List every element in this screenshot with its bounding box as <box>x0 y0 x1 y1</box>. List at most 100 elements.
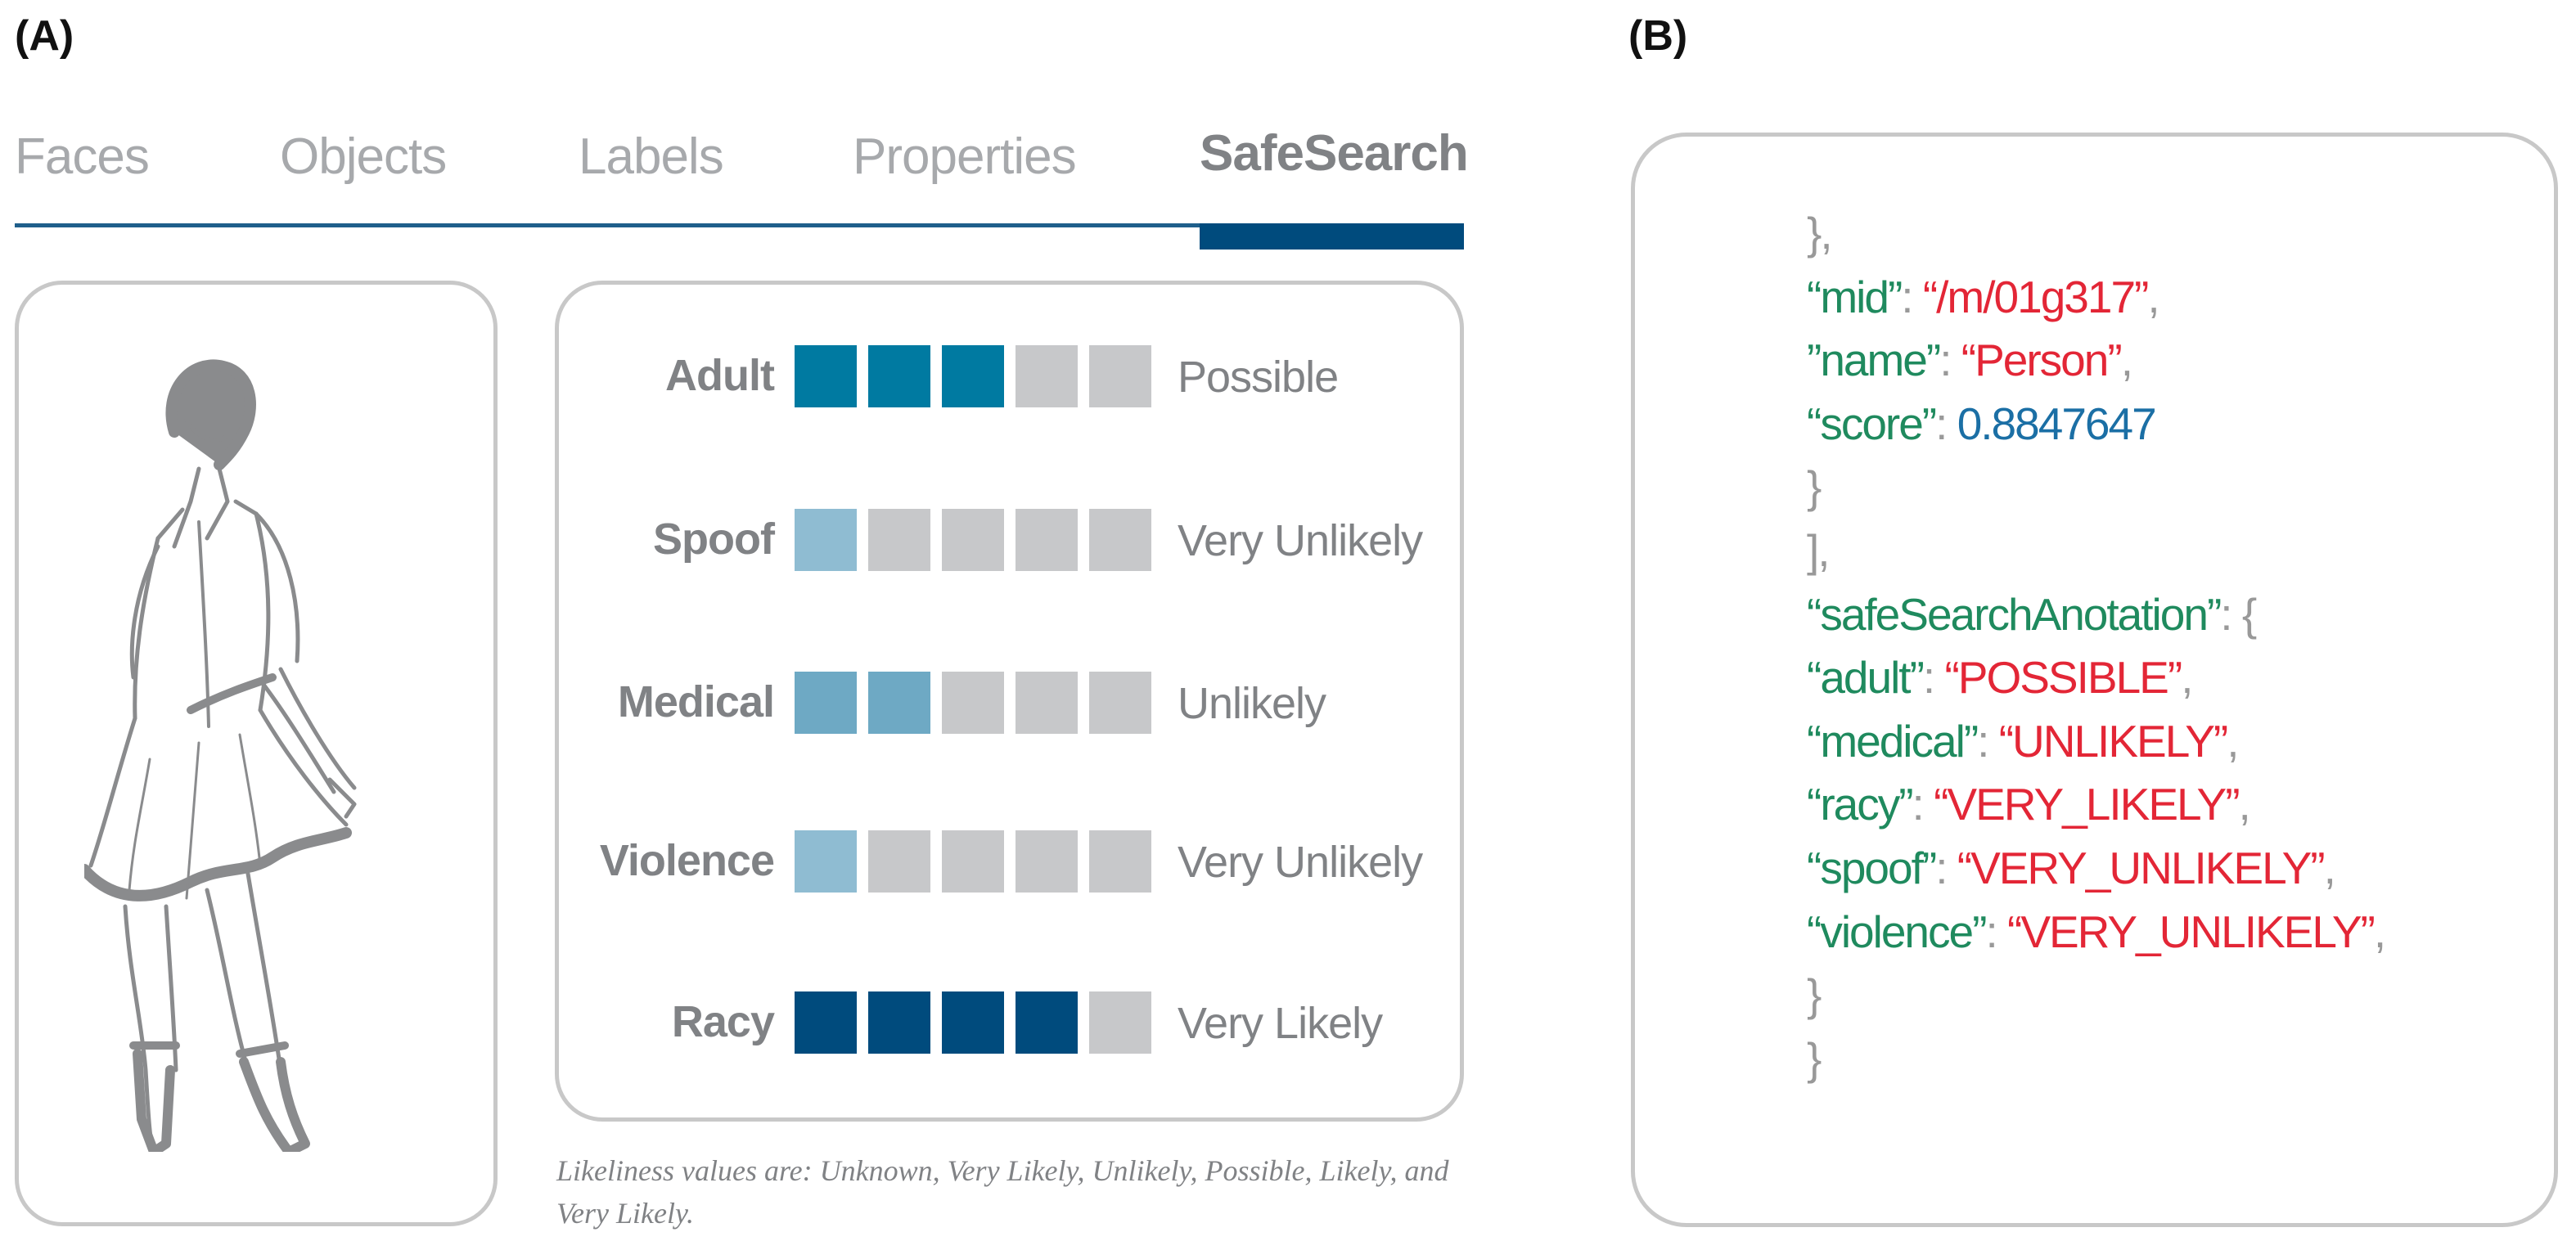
code-token-str: “VERY_UNLIKELY” <box>2007 906 2376 957</box>
active-tab-indicator <box>1200 223 1464 250</box>
meter-square-filled <box>942 345 1004 407</box>
code-token-key: “violence” <box>1807 906 1987 957</box>
tab-faces[interactable]: Faces <box>15 128 150 185</box>
code-token-punct: } <box>1807 461 1822 513</box>
safesearch-row-medical: Medical Unlikely <box>559 672 1460 737</box>
code-token-str: “/m/01g317” <box>1922 271 2150 322</box>
code-token-punct: , <box>2147 271 2159 322</box>
code-token-punct: : <box>1901 271 1923 322</box>
code-token-punct: : { <box>2220 588 2257 640</box>
code-line: “mid”: “/m/01g317”, <box>1807 266 2385 330</box>
code-line: “violence”: “VERY_UNLIKELY”, <box>1807 901 2386 964</box>
safesearch-row-spoof: Spoof Very Unlikely <box>559 509 1460 574</box>
meter-square-empty <box>868 830 930 893</box>
code-token-str: “POSSIBLE” <box>1944 652 2182 704</box>
code-token-punct: , <box>2181 652 2193 704</box>
code-token-key: “adult” <box>1807 652 1925 704</box>
meter-square-empty <box>1089 509 1151 571</box>
code-line: }, <box>1807 202 2385 266</box>
json-response-card: },“mid”: “/m/01g317”,”name”: “Person”,“s… <box>1631 133 2558 1227</box>
tab-bar-rule <box>15 223 1464 227</box>
meter-square-empty <box>1089 830 1151 893</box>
tab-properties[interactable]: Properties <box>853 128 1077 185</box>
likelihood-value: Very Unlikely <box>1178 516 1423 565</box>
likeliness-caption: Likeliness values are: Unknown, Very Lik… <box>556 1154 1449 1230</box>
code-line: “medical”: “UNLIKELY”, <box>1807 710 2385 774</box>
safesearch-row-violence: Violence Very Unlikely <box>559 830 1460 896</box>
code-token-str: “VERY_LIKELY” <box>1934 779 2240 830</box>
code-token-punct: } <box>1807 1032 1822 1084</box>
code-token-key: “spoof” <box>1807 842 1937 893</box>
meter-square-filled <box>1016 991 1078 1054</box>
category-label: Spoof <box>653 515 775 564</box>
meter-square-empty <box>942 509 1004 571</box>
code-line: } <box>1807 456 2385 519</box>
likelihood-value: Unlikely <box>1178 679 1326 728</box>
code-token-num: 0.8847647 <box>1957 398 2157 449</box>
code-token-str: “UNLIKELY” <box>1998 715 2228 767</box>
meter-square-filled <box>795 509 857 571</box>
category-label: Medical <box>617 677 775 726</box>
code-token-punct: : <box>1935 398 1957 449</box>
code-token-punct: : <box>1922 652 1945 704</box>
json-code-block: },“mid”: “/m/01g317”,”name”: “Person”,“s… <box>1807 202 2386 1090</box>
tab-safesearch[interactable]: SafeSearch <box>1200 125 1469 182</box>
code-token-punct: , <box>2227 715 2239 767</box>
code-token-punct: : <box>1912 779 1934 830</box>
code-token-punct: , <box>2373 906 2386 957</box>
meter-square-empty <box>1016 672 1078 734</box>
code-token-key: “racy” <box>1807 779 1914 830</box>
safesearch-results-card: Adult Possible Spoof Very Unlikely Medic… <box>555 281 1464 1122</box>
category-label: Adult <box>665 351 775 400</box>
code-line: “score”: 0.8847647 <box>1807 393 2385 456</box>
meter-square-filled <box>795 830 857 893</box>
safesearch-row-adult: Adult Possible <box>559 345 1460 411</box>
image-card <box>15 281 498 1226</box>
tab-labels[interactable]: Labels <box>579 128 724 185</box>
category-label: Racy <box>671 997 775 1046</box>
code-token-str: “Person” <box>1961 335 2123 386</box>
code-line: “spoof”: “VERY_UNLIKELY”, <box>1807 837 2385 901</box>
meter-square-empty <box>1016 830 1078 893</box>
meter-square-filled <box>795 345 857 407</box>
panel-b-label: (B) <box>1628 12 1688 60</box>
safesearch-row-racy: Racy Very Likely <box>559 991 1460 1057</box>
code-token-punct: : <box>1939 335 1961 386</box>
code-token-key: “score” <box>1807 398 1937 449</box>
code-token-punct: , <box>2323 842 2336 893</box>
panel-a-label: (A) <box>15 12 74 60</box>
meter-square-empty <box>1016 509 1078 571</box>
code-line: “racy”: “VERY_LIKELY”, <box>1807 773 2385 837</box>
meter-square-filled <box>868 672 930 734</box>
person-figure-icon <box>84 359 357 1152</box>
code-token-punct: , <box>2120 335 2133 386</box>
likelihood-value: Very Likely <box>1178 999 1383 1048</box>
code-token-punct: : <box>1977 715 1999 767</box>
code-token-punct: : <box>1935 842 1957 893</box>
meter-square-filled <box>795 672 857 734</box>
code-token-punct: }, <box>1807 208 1833 259</box>
meter-square-filled <box>868 345 930 407</box>
code-token-key: ”name” <box>1807 335 1941 386</box>
code-line: ”name”: “Person”, <box>1807 329 2385 393</box>
category-label: Violence <box>599 836 775 885</box>
likelihood-value: Very Unlikely <box>1178 838 1423 887</box>
meter-square-empty <box>1016 345 1078 407</box>
code-token-str: “VERY_UNLIKELY” <box>1957 842 2326 893</box>
meter-square-filled <box>942 991 1004 1054</box>
code-token-punct: ], <box>1807 524 1831 576</box>
likelihood-value: Possible <box>1178 353 1339 402</box>
code-token-key: “medical” <box>1807 715 1979 767</box>
code-token-punct: , <box>2238 779 2251 830</box>
meter-square-empty <box>1089 345 1151 407</box>
code-token-punct: : <box>1985 906 2007 957</box>
tab-objects[interactable]: Objects <box>280 128 447 185</box>
code-line: “adult”: “POSSIBLE”, <box>1807 646 2385 710</box>
meter-square-empty <box>1089 991 1151 1054</box>
code-line: ], <box>1807 519 2385 583</box>
meter-square-empty <box>868 509 930 571</box>
meter-square-filled <box>868 991 930 1054</box>
meter-square-empty <box>942 830 1004 893</box>
code-token-key: “mid” <box>1807 271 1903 322</box>
code-token-punct: } <box>1807 969 1822 1021</box>
